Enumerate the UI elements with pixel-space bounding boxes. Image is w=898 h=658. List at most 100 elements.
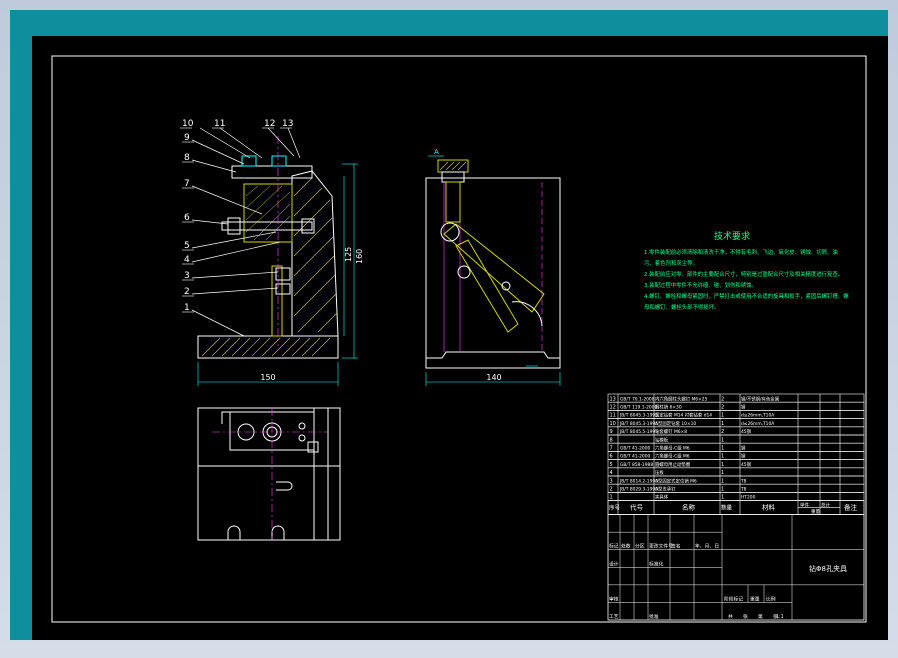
bom-name: 六角螺母-C级 M6 [655, 445, 690, 452]
bom-no: 3 [610, 478, 613, 484]
bom-qty: 1 [721, 470, 724, 476]
top-nut [307, 441, 319, 453]
locating-pin [275, 267, 291, 281]
hex-nut [227, 217, 241, 235]
bom-material: HT200 [741, 495, 756, 501]
bom-qty: 1 [721, 478, 724, 484]
bom-material: d≤26mm,T10A [741, 421, 774, 427]
side-base-notch [425, 351, 561, 368]
tb-scale-value: 1:1 [776, 614, 784, 620]
bom-no: 8 [610, 437, 613, 443]
sheet-border [51, 55, 867, 623]
top-slot-bottom-left [227, 525, 241, 540]
washer-nut [301, 218, 315, 234]
bom-material: 钢 [741, 445, 746, 452]
pivot-circle-small [457, 265, 471, 279]
side-bushing [437, 159, 469, 173]
drill-bushing-left [241, 155, 257, 167]
bom-code: GB/T 70.1-2008 [620, 396, 655, 402]
bom-header-weight-a: 单件 [800, 501, 809, 508]
bom-material: 钢/不锈钢/有色金属 [741, 395, 779, 402]
bom-qty: 1 [721, 487, 724, 493]
bom-header: 序号代号名称数量材料单件总计重量备注 [607, 500, 865, 515]
top-screw-2 [298, 434, 306, 442]
clamp-bolt [221, 221, 313, 231]
part-label-5: 5 [184, 241, 190, 251]
tb-mark: 标记 [609, 543, 619, 550]
bom-code: GB/T 41-2000 [620, 446, 651, 452]
bom-name: 六角螺母-C级 M6 [655, 453, 690, 460]
side-bushing-hatch [439, 161, 467, 171]
bom-no: 13 [610, 396, 616, 402]
tech-req-line: 1.零件装配前必须清除和清洗干净，不得有毛刺、飞边、氧化皮、锈蚀、切屑、油 [644, 248, 838, 256]
bom-material: 钢 [741, 453, 746, 460]
bom-qty: 1 [721, 462, 724, 468]
part-label-1: 1 [184, 303, 190, 313]
bom-no: 5 [610, 462, 613, 468]
part-label-11: 11 [214, 119, 225, 129]
base-hatch [201, 337, 331, 357]
part-label-12: 12 [264, 119, 275, 129]
tech-req-line: 污、着色剂和灰尘等。 [644, 259, 698, 267]
bom-header-qty: 数量 [721, 504, 733, 512]
tb-sheet: 共 [728, 613, 733, 620]
bom-no: 9 [610, 429, 613, 435]
leader-lines [191, 127, 301, 337]
support-nut [275, 283, 291, 295]
title-block: 钻Φ8孔夹具标记处数分区更改文件号签名年、月、日设计标准化阶段标记重量比例审核工… [607, 514, 865, 621]
front-view [191, 127, 358, 386]
bom-no: 10 [610, 421, 616, 427]
tech-req-line: 3.装配过程中零件不允许磕、碰、划伤和锈蚀。 [644, 281, 757, 289]
part-label-13: 13 [282, 119, 293, 129]
bom-material: 45钢 [741, 461, 752, 468]
swing-arc [511, 301, 543, 327]
bom-material: 45钢 [741, 428, 752, 435]
bom-name: 圆螺母用止动垫圈 [655, 461, 691, 468]
top-corner [221, 411, 230, 424]
tech-req-line: 2.装配前应对零、部件的主要配合尺寸，特别是过盈配合尺寸及相关精度进行复查。 [644, 270, 843, 278]
tb-process: 工艺 [609, 614, 619, 620]
bom-no: 12 [610, 405, 616, 411]
bom-qty: 1 [721, 437, 724, 443]
top-view [197, 407, 341, 541]
bom-name: 圆柱销 6×30 [655, 404, 682, 411]
dim-height-total: 160 [355, 249, 364, 264]
part-label-7: 7 [184, 179, 190, 189]
tech-req-line: 4.螺钉、螺栓和螺母紧固时，严禁打击或使用不合适的旋具和扳手，紧固后螺钉槽、螺 [644, 292, 849, 300]
tb-sheet: 张 [743, 613, 748, 620]
side-view [425, 155, 561, 386]
part-label-4: 4 [184, 255, 190, 265]
bom-material: d≤26mm,T10A [741, 413, 774, 419]
lever-arm-lower [455, 239, 519, 333]
base-plate [197, 335, 339, 359]
bom-name: 钻模板 [655, 436, 669, 443]
bom-name: A型固定钻套 10×10 [655, 420, 696, 427]
side-body [425, 177, 561, 369]
top-screw-1 [298, 422, 306, 430]
section-label: A [434, 148, 439, 156]
bom-row[interactable]: 8 钻模板 1 [607, 434, 865, 444]
lever-arm [443, 223, 545, 313]
bom-header-material: 材料 [762, 503, 776, 512]
tb-review: 审核 [609, 595, 619, 602]
title-block-product: 钻Φ8孔夹具 [809, 564, 847, 573]
tb-standard: 标准化 [649, 560, 664, 567]
drill-bushing-right [271, 155, 287, 167]
bom-material: 钢 [741, 404, 746, 411]
